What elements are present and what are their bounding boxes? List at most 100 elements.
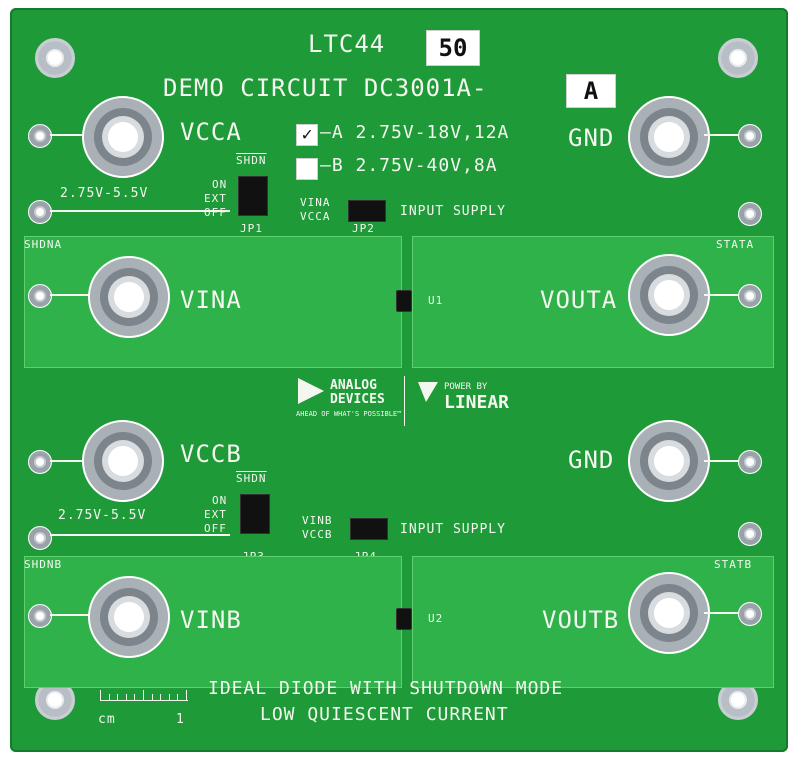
vccb-range-trace [50, 534, 230, 536]
vina-copper-pad [24, 236, 402, 368]
vccb-terminal [82, 420, 164, 502]
input-supply-label-bottom: INPUT SUPPLY [400, 522, 506, 537]
option-a-text: —A 2.75V-18V,12A [320, 122, 510, 143]
part-number-prefix: LTC44 [308, 30, 386, 58]
vinb-test-point [28, 604, 52, 628]
mounting-hole-top-right [718, 38, 758, 78]
adi-line1: ANALOG [330, 378, 377, 393]
vcca-terminal [82, 96, 164, 178]
shdn-header-label: SHDN [236, 154, 267, 167]
stata-test-point [738, 202, 762, 226]
voutb-test-point [738, 602, 762, 626]
vouta-copper-pad [412, 236, 774, 368]
vinb-terminal [88, 576, 170, 658]
vcca-test-point [28, 124, 52, 148]
u2-chip [396, 608, 412, 630]
voutb-trace [704, 612, 740, 614]
mounting-hole-top-left [35, 38, 75, 78]
ruler-tick [125, 694, 127, 700]
gnd-label-top: GND [568, 124, 615, 152]
shdnb-pin-label: SHDNB [24, 558, 63, 571]
shdn-off-label: OFF [204, 206, 227, 219]
vcca-trace [50, 134, 84, 136]
jp3-header[interactable] [240, 494, 270, 534]
option-b-text: —B 2.75V-40V,8A [320, 155, 498, 176]
shdn-header-label-b: SHDN [236, 472, 267, 485]
gnd-trace-bottom [704, 460, 740, 462]
vouta-trace [704, 294, 740, 296]
vouta-terminal [628, 254, 710, 336]
vcca-label: VCCA [180, 118, 242, 146]
logo-divider [404, 376, 405, 426]
jp4-top-label: VINB [302, 514, 333, 527]
statb-pin-label: STATB [714, 558, 753, 571]
jp1-header[interactable] [238, 176, 268, 216]
adi-tagline: AHEAD OF WHAT'S POSSIBLE™ [296, 410, 402, 418]
vccb-label: VCCB [180, 440, 242, 468]
gnd-terminal-top [628, 96, 710, 178]
vinb-trace [50, 614, 90, 616]
ruler-ticks [100, 690, 188, 700]
vccb-range-label: 2.75V-5.5V [58, 508, 147, 523]
jp2-bottom-label: VCCA [300, 210, 331, 223]
jp4-bottom-label: VCCB [302, 528, 333, 541]
vouta-test-point [738, 284, 762, 308]
gnd-test-point-bottom [738, 450, 762, 474]
ruler-tick [151, 694, 153, 700]
gnd-terminal-bottom [628, 420, 710, 502]
lt-line2: LINEAR [444, 392, 510, 413]
ruler-tick [100, 690, 101, 700]
ruler-unit-label: cm [98, 712, 116, 727]
ruler-tick [108, 694, 110, 700]
option-a-checkbox: ✓ [296, 124, 318, 146]
jp2-header[interactable] [348, 200, 386, 222]
ruler-tick [134, 694, 136, 700]
ruler-tick [186, 690, 187, 700]
demo-circuit-title: DEMO CIRCUIT DC3001A- [163, 74, 488, 102]
u2-label: U2 [428, 612, 444, 625]
vccb-test-point [28, 450, 52, 474]
gnd-test-point-top [738, 124, 762, 148]
lt-line1: POWER BY [444, 382, 488, 392]
vcca-range-test-point [28, 200, 52, 224]
vinb-copper-pad [24, 556, 402, 688]
vina-terminal [88, 256, 170, 338]
u1-label: U1 [428, 294, 444, 307]
shdn-ext-label-b: EXT [204, 508, 227, 521]
ruler-tick [177, 694, 179, 700]
ruler-mark-label: 1 [176, 712, 185, 727]
voutb-label: VOUTB [542, 606, 620, 634]
ruler-tick [168, 694, 170, 700]
vccb-trace [50, 460, 84, 462]
shdn-on-label-b: ON [212, 494, 228, 507]
voutb-terminal [628, 572, 710, 654]
vouta-label: VOUTA [540, 286, 618, 314]
stata-pin-label: STATA [716, 238, 755, 251]
ruler-tick [117, 694, 119, 700]
vina-test-point [28, 284, 52, 308]
jp2-label: JP2 [352, 222, 375, 235]
demo-circuit-variant: A [566, 74, 616, 108]
gnd-trace-top [704, 134, 740, 136]
jp2-top-label: VINA [300, 196, 331, 209]
option-b-checkbox [296, 158, 318, 180]
adi-line2: DEVICES [330, 392, 385, 407]
voutb-copper-pad [412, 556, 774, 688]
input-supply-label-top: INPUT SUPPLY [400, 204, 506, 219]
ruler-tick [143, 690, 144, 700]
shdn-ext-label: EXT [204, 192, 227, 205]
shdna-pin-label: SHDNA [24, 238, 63, 251]
jp4-header[interactable] [350, 518, 388, 540]
shdn-off-label-b: OFF [204, 522, 227, 535]
footer-line2: LOW QUIESCENT CURRENT [260, 704, 509, 725]
u1-chip [396, 290, 412, 312]
vcca-range-trace [50, 210, 230, 212]
vinb-label: VINB [180, 606, 242, 634]
part-number-suffix: 50 [426, 30, 480, 66]
vcca-range-label: 2.75V-5.5V [60, 186, 149, 201]
vina-label: VINA [180, 286, 242, 314]
vina-trace [50, 294, 90, 296]
vccb-range-test-point [28, 526, 52, 550]
gnd-label-bottom: GND [568, 446, 615, 474]
shdn-on-label: ON [212, 178, 228, 191]
